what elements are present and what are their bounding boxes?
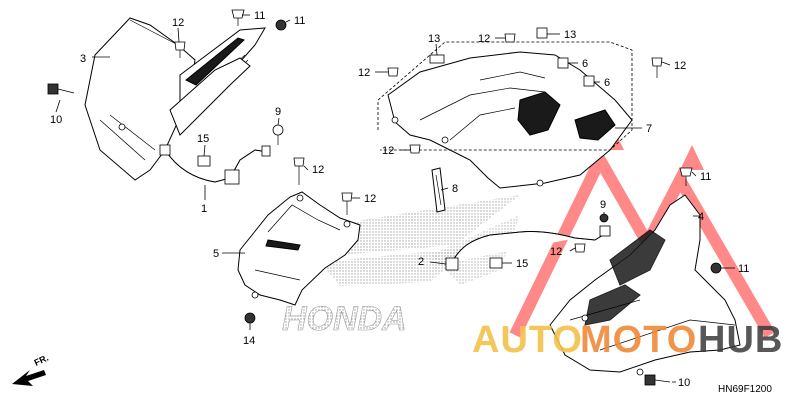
callout-11-a: 11: [254, 10, 265, 22]
callout-14: 14: [243, 335, 255, 347]
callout-13-b: 13: [564, 29, 576, 41]
callout-13-a: 13: [428, 33, 440, 45]
callout-12-windscreen: 12: [172, 17, 184, 29]
direction-label: FR.: [33, 353, 50, 368]
front-cowl-part-5: [237, 191, 361, 306]
tank-cover-part-7: [387, 51, 633, 189]
hardware-fasteners: [47, 9, 722, 386]
callout-7: 7: [646, 123, 652, 135]
front-fender-part-4: [549, 194, 741, 376]
callout-12-tank-a: 12: [358, 67, 370, 79]
callout-15-b: 15: [516, 258, 528, 270]
watermark-auto: AUTO: [472, 319, 583, 361]
callout-8: 8: [452, 183, 458, 195]
callout-12-cowl-a: 12: [312, 164, 324, 176]
watermark-moto: MOTO: [580, 319, 697, 361]
watermark-text: AUTO MOTO HUB: [472, 319, 783, 361]
callout-10-bottom: 10: [678, 377, 690, 389]
callout-5: 5: [213, 248, 219, 260]
callout-12-tank-b: 12: [382, 145, 394, 157]
tank-cover-frame: [377, 41, 633, 151]
callout-12-right: 12: [674, 60, 686, 72]
meter-panel-strip: [169, 27, 266, 136]
honda-logo-text: HONDA: [282, 300, 407, 338]
callouts: 3 10 12 11 11 15 1 9 12 12 5 14 12 12 13…: [50, 10, 749, 389]
callout-1: 1: [201, 203, 207, 215]
callout-9-a: 9: [275, 106, 281, 118]
callout-12-tank-c: 12: [478, 33, 490, 45]
callout-11-d: 11: [738, 263, 749, 275]
diagram-code: HN69F1200: [718, 384, 772, 395]
leader-lines: [55, 14, 735, 383]
callout-15-a: 15: [197, 133, 209, 145]
callout-12-fender: 12: [550, 246, 562, 258]
callout-9-b: 9: [600, 199, 606, 211]
callout-2: 2: [418, 256, 424, 268]
callout-4: 4: [698, 211, 704, 223]
callout-11-c: 11: [700, 171, 711, 183]
callout-12-cowl-b: 12: [364, 193, 376, 205]
callout-6-a: 6: [582, 58, 588, 70]
callout-10-top: 10: [50, 114, 62, 126]
callout-3: 3: [80, 53, 86, 65]
windscreen-part-3: [84, 17, 196, 181]
seal-strip-part-8: [431, 167, 446, 213]
wire-harness-part-2: [445, 225, 611, 271]
watermark-hub: HUB: [698, 319, 783, 361]
front-direction-arrow: FR.: [12, 353, 50, 386]
wire-harness-part-1: [159, 144, 271, 185]
callout-6-b: 6: [604, 77, 610, 89]
callout-11-b: 11: [294, 15, 305, 27]
